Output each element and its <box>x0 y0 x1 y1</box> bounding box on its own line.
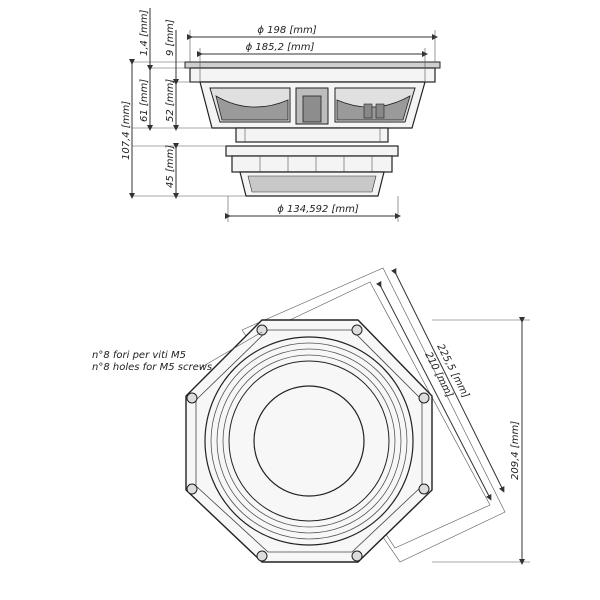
side-center-slot <box>302 95 322 123</box>
side-view: ϕ 198 [mm] ϕ 185,2 [mm] ϕ 134,592 [mm] 1… <box>121 8 441 222</box>
label-basket-depth: 61 [mm] <box>139 79 150 122</box>
side-magnet <box>231 155 393 173</box>
screw-hole <box>256 324 268 336</box>
side-neck <box>235 127 389 143</box>
front-view: n°8 fori per viti M5 n°8 holes for M5 sc… <box>92 267 530 565</box>
side-terminal-1 <box>363 103 373 119</box>
screw-hole <box>418 392 430 404</box>
screw-hole <box>186 392 198 404</box>
label-flange: 1,4 [mm] <box>139 10 150 56</box>
screw-hole <box>351 324 363 336</box>
side-magnet-top-plate <box>225 145 399 157</box>
label-cone-depth: 52 [mm] <box>165 79 176 122</box>
screw-hole <box>186 483 198 495</box>
side-flange <box>184 61 441 69</box>
screw-hole <box>418 483 430 495</box>
note-holes-english: n°8 holes for M5 screws <box>92 362 212 373</box>
label-outer-diameter: ϕ 198 [mm] <box>257 25 316 36</box>
side-terminal-2 <box>375 103 385 119</box>
note-holes-italian: n°8 fori per viti M5 <box>92 350 186 361</box>
screw-hole <box>256 550 268 562</box>
front-dust-cap <box>253 385 365 497</box>
note-leader-line <box>199 331 263 369</box>
label-magnet-diameter: ϕ 134,592 [mm] <box>277 204 359 215</box>
dim-line-diag-inner <box>375 280 492 501</box>
label-inner-diameter: ϕ 185,2 [mm] <box>246 42 315 53</box>
label-top-depth: 9 [mm] <box>165 19 176 56</box>
side-cone-right <box>336 95 411 121</box>
label-total-depth: 107,4 [mm] <box>121 101 132 160</box>
screw-hole <box>351 550 363 562</box>
label-magnet-depth: 45 [mm] <box>165 145 176 188</box>
side-cone-left <box>215 95 289 121</box>
label-height: 209,4 [mm] <box>510 421 521 480</box>
side-frame-top <box>189 67 436 83</box>
